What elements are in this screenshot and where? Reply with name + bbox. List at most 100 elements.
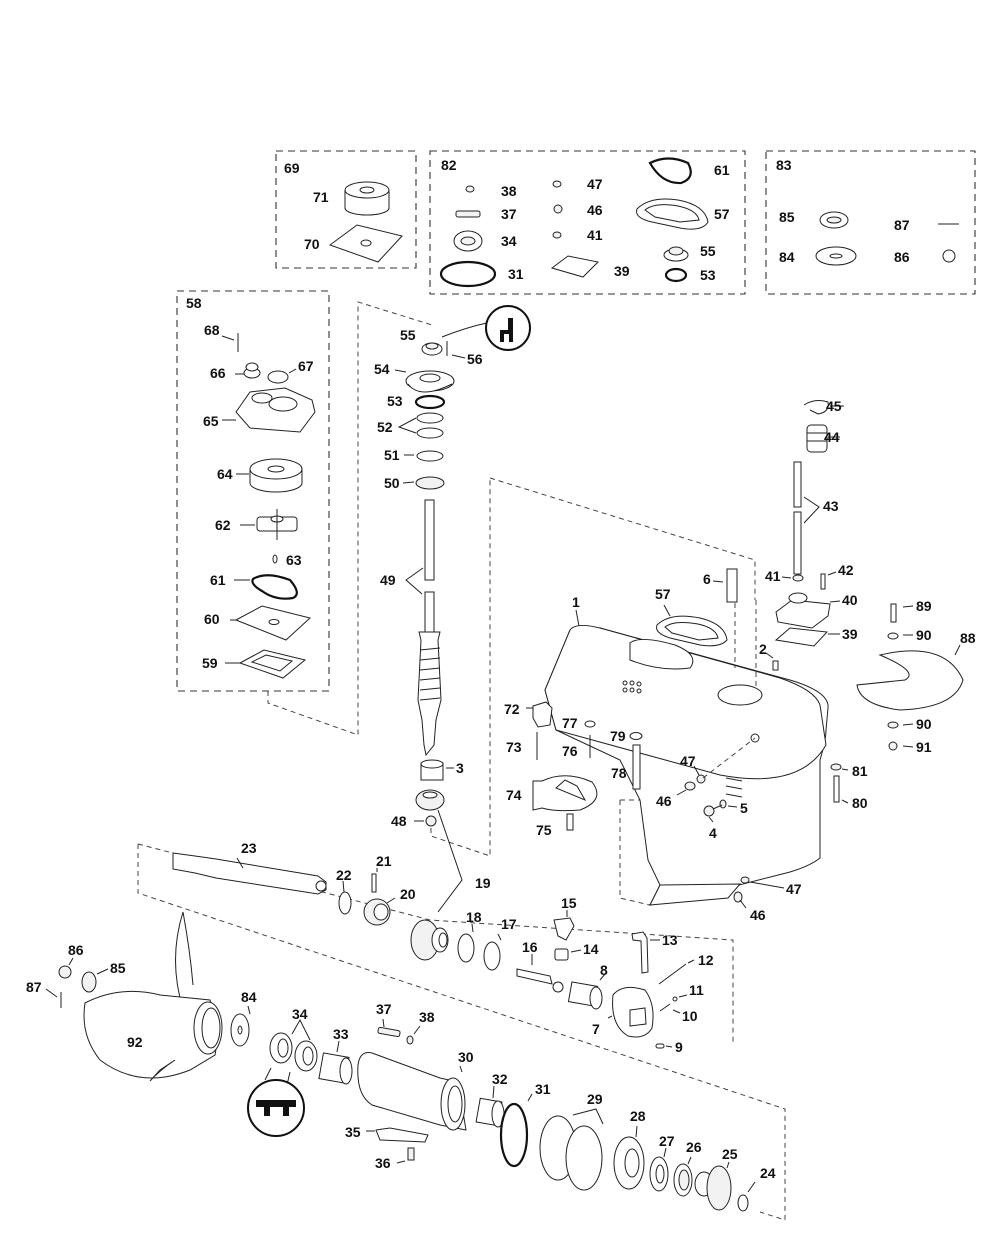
part-19-pinion-gear[interactable] xyxy=(415,789,445,811)
part-3-needle-bearing[interactable] xyxy=(420,759,444,781)
part-27-seal[interactable] xyxy=(649,1156,669,1192)
part-14-cradle[interactable] xyxy=(554,948,569,961)
part-50-thrust-bearing[interactable] xyxy=(415,476,445,490)
part-57-seal-case[interactable] xyxy=(656,615,728,647)
part-42-screw[interactable] xyxy=(820,573,826,590)
part-75-screw[interactable] xyxy=(566,813,574,831)
part-49-driveshaft[interactable] xyxy=(417,499,442,757)
part-67-seal[interactable] xyxy=(267,370,289,384)
part-46-plug[interactable] xyxy=(553,204,563,214)
part-21-pin[interactable] xyxy=(371,873,377,893)
part-47-washer-lower[interactable] xyxy=(740,876,750,884)
part-2-dowel-pin[interactable] xyxy=(772,660,779,671)
part-13-shift-lever[interactable] xyxy=(631,931,649,974)
part-59-gasket[interactable] xyxy=(238,649,307,679)
part-39-gasket[interactable] xyxy=(550,255,600,278)
part-28-retainer[interactable] xyxy=(613,1136,645,1190)
part-6-anode-block[interactable] xyxy=(726,568,738,603)
part-19-forward-gear[interactable] xyxy=(410,919,449,961)
part-57-seal[interactable] xyxy=(636,198,709,230)
part-80-screw[interactable] xyxy=(833,775,840,803)
part-4-screw[interactable] xyxy=(703,804,723,817)
part-85-spacer[interactable] xyxy=(819,211,849,229)
part-78-screw[interactable] xyxy=(632,744,641,790)
part-33-needle-bearing[interactable] xyxy=(318,1052,353,1085)
part-16-shift-plunger[interactable] xyxy=(516,968,564,993)
part-54-bearing-housing[interactable] xyxy=(405,370,455,393)
part-92-propeller[interactable] xyxy=(83,911,223,1082)
part-46-plug-lower[interactable] xyxy=(733,891,743,903)
part-31-o-ring[interactable] xyxy=(439,260,497,288)
part-74-trim-tab[interactable] xyxy=(532,775,598,812)
part-40-shift-housing[interactable] xyxy=(775,592,831,629)
part-84-thrust-washer[interactable] xyxy=(815,246,857,266)
part-71-impeller-housing[interactable] xyxy=(344,181,390,216)
part-88-plate[interactable] xyxy=(856,650,964,711)
part-77-washer[interactable] xyxy=(584,720,596,728)
part-52-washer-b[interactable] xyxy=(416,427,444,439)
part-51-race[interactable] xyxy=(416,450,444,462)
part-11-ball[interactable] xyxy=(672,996,678,1002)
part-65-pump-housing[interactable] xyxy=(235,387,316,433)
part-72-anode[interactable] xyxy=(532,701,553,728)
part-90-washer-top[interactable] xyxy=(887,632,899,640)
part-20-clutch-dog[interactable] xyxy=(363,898,391,926)
part-43-shift-rod[interactable] xyxy=(793,461,802,575)
part-10-spring[interactable] xyxy=(659,1003,671,1012)
part-34-bearing[interactable] xyxy=(453,230,483,252)
part-63-key[interactable] xyxy=(272,554,278,564)
part-60-plate[interactable] xyxy=(234,605,312,641)
part-62-impeller[interactable] xyxy=(256,509,298,540)
part-47-washer[interactable] xyxy=(552,180,562,188)
part-89-screw[interactable] xyxy=(890,603,897,623)
part-36-screw[interactable] xyxy=(407,1147,415,1161)
part-24-washer[interactable] xyxy=(737,1194,749,1212)
part-41-washer[interactable] xyxy=(552,231,562,239)
part-35-plate[interactable] xyxy=(375,1127,429,1143)
part-53-o-ring[interactable] xyxy=(664,267,688,283)
part-84-thrust-washer-prop[interactable] xyxy=(230,1013,250,1047)
part-38-washer-carrier[interactable] xyxy=(406,1035,414,1045)
part-25-reverse-gear[interactable] xyxy=(694,1165,732,1211)
part-86-castle-nut[interactable] xyxy=(942,249,956,263)
part-23-propeller-shaft[interactable] xyxy=(172,852,327,895)
part-47-washer-case[interactable] xyxy=(696,774,706,784)
part-55-seal-top[interactable] xyxy=(421,342,443,356)
part-70-plate[interactable] xyxy=(328,224,403,263)
part-44-boot[interactable] xyxy=(806,424,828,453)
part-66-grommet[interactable] xyxy=(243,362,261,379)
part-48-nut[interactable] xyxy=(425,815,437,827)
part-29-retaining-ring-b[interactable] xyxy=(565,1125,603,1191)
part-91-nut[interactable] xyxy=(888,741,898,751)
part-52-washer-a[interactable] xyxy=(416,412,444,424)
part-5-washer[interactable] xyxy=(719,799,727,809)
part-38-washer[interactable] xyxy=(465,185,475,193)
part-81-washer[interactable] xyxy=(830,763,842,771)
part-86-nut-prop[interactable] xyxy=(58,965,72,979)
part-85-spacer-prop[interactable] xyxy=(81,971,97,993)
part-17-washer[interactable] xyxy=(483,941,501,971)
part-18-washer[interactable] xyxy=(457,933,475,963)
part-30-bearing-carrier[interactable] xyxy=(357,1052,467,1131)
part-31-o-ring-carrier[interactable] xyxy=(499,1102,529,1168)
part-90-washer-bottom[interactable] xyxy=(887,721,899,729)
part-37-screw[interactable] xyxy=(455,210,481,218)
part-7-shift-housing[interactable] xyxy=(612,986,654,1038)
part-64-impeller-cup[interactable] xyxy=(249,458,303,493)
part-55-seal[interactable] xyxy=(663,246,689,262)
part-39-gasket-rod[interactable] xyxy=(774,627,829,647)
part-32-needle-bearing[interactable] xyxy=(475,1097,505,1128)
part-12-pin[interactable] xyxy=(658,963,687,985)
part-53-o-ring-shaft[interactable] xyxy=(414,394,446,410)
part-34-bearing-a[interactable] xyxy=(269,1032,293,1064)
part-1-gearcase[interactable] xyxy=(544,624,829,906)
part-61-o-ring[interactable] xyxy=(648,157,692,185)
part-26-washer[interactable] xyxy=(673,1163,693,1197)
part-41-washer-rod[interactable] xyxy=(792,574,804,582)
part-22-ring[interactable] xyxy=(338,891,352,915)
part-79-washer[interactable] xyxy=(629,732,643,740)
part-34-bearing-b[interactable] xyxy=(294,1040,318,1072)
part-45-clamp[interactable] xyxy=(803,400,829,415)
part-37-screw-carrier[interactable] xyxy=(377,1026,401,1038)
part-9-pin[interactable] xyxy=(655,1043,665,1049)
